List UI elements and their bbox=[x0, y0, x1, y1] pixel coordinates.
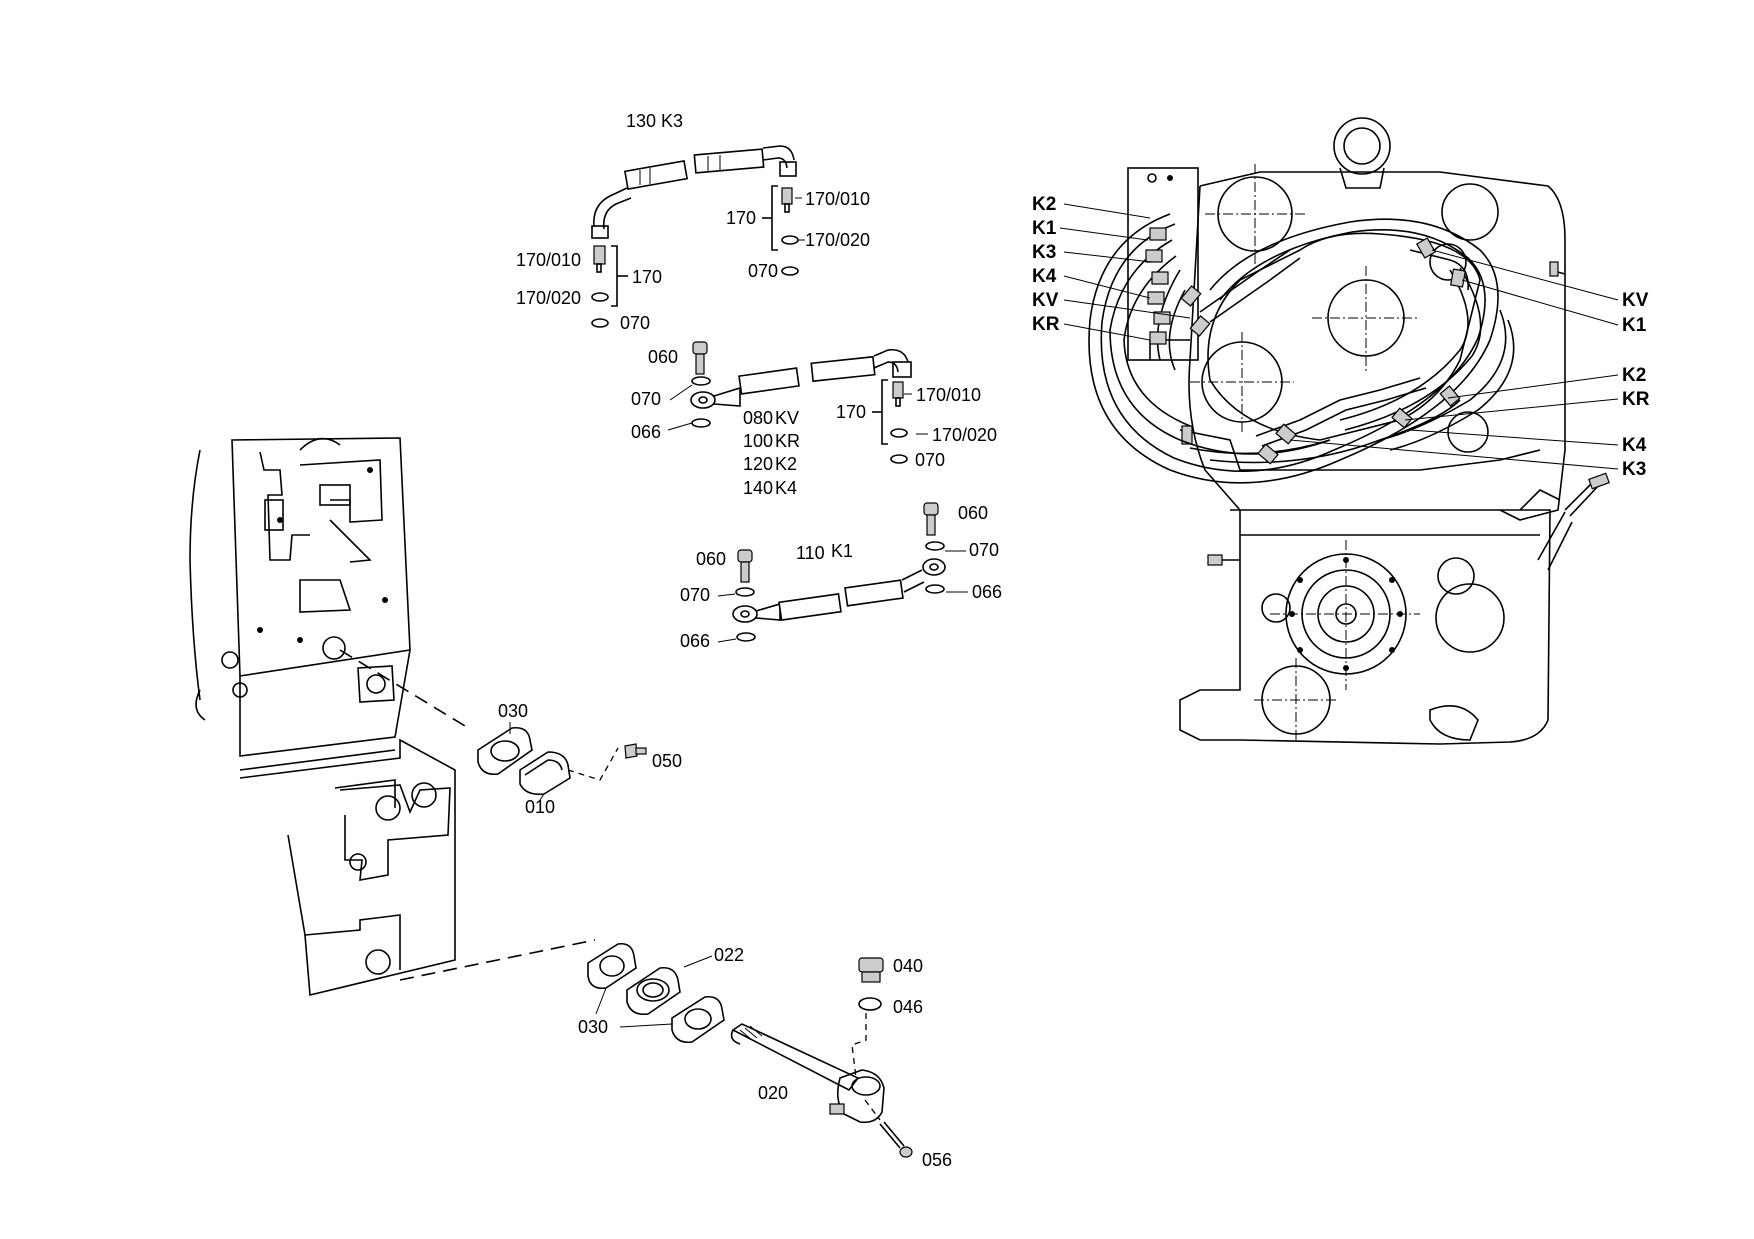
label-080: 080 bbox=[743, 408, 773, 428]
k-label-right-kr: KR bbox=[1622, 389, 1650, 410]
label-066-a: 066 bbox=[631, 422, 661, 442]
transmission-housing bbox=[1127, 117, 1610, 745]
label-066-b: 066 bbox=[972, 582, 1002, 602]
bolt-060-c bbox=[735, 549, 755, 597]
label-170-010-mid: 170/010 bbox=[916, 385, 981, 405]
label-kr-list: KR bbox=[775, 431, 800, 451]
k-label-left-k1: K1 bbox=[1032, 218, 1057, 239]
k-label-right-k2: K2 bbox=[1622, 365, 1646, 386]
label-030-a: 030 bbox=[498, 701, 528, 721]
label-020: 020 bbox=[758, 1083, 788, 1103]
label-060-b: 060 bbox=[958, 503, 988, 523]
bolt-060-b bbox=[923, 502, 945, 551]
label-040: 040 bbox=[893, 956, 923, 976]
screw-056 bbox=[879, 1121, 913, 1158]
plug-040 bbox=[858, 957, 884, 983]
k-label-right-k4: K4 bbox=[1622, 435, 1647, 456]
label-170-020-top-left: 170/020 bbox=[516, 288, 581, 308]
label-050: 050 bbox=[652, 751, 682, 771]
label-070-top-left: 070 bbox=[620, 313, 650, 333]
label-066-c: 066 bbox=[680, 631, 710, 651]
k-label-left-k2: K2 bbox=[1032, 194, 1056, 215]
label-010: 010 bbox=[525, 797, 555, 817]
fitting-170-mid bbox=[872, 379, 928, 464]
housing-plate-left bbox=[189, 437, 411, 771]
gasket-030-lower-1 bbox=[587, 942, 637, 990]
label-130: 130 bbox=[626, 111, 656, 131]
hose-080-140 bbox=[690, 348, 912, 428]
label-056: 056 bbox=[922, 1150, 952, 1170]
label-k2-list: K2 bbox=[775, 454, 797, 474]
dashed-leader-upper bbox=[339, 649, 466, 727]
fitting-170-top-left bbox=[591, 245, 628, 328]
label-022: 022 bbox=[714, 945, 744, 965]
seal-ring-046 bbox=[858, 997, 882, 1011]
label-110: 110 bbox=[796, 543, 825, 563]
hose-110-k1 bbox=[732, 558, 946, 642]
screw-050 bbox=[624, 743, 647, 759]
cover-010 bbox=[519, 751, 571, 796]
label-060-a: 060 bbox=[648, 347, 678, 367]
dashed-leader-lower bbox=[399, 939, 596, 981]
label-060-c: 060 bbox=[696, 549, 726, 569]
k-labels-right: KV K1 K2 KR K4 K3 bbox=[1289, 249, 1650, 480]
label-120: 120 bbox=[743, 454, 773, 474]
label-k1-lower: K1 bbox=[831, 541, 853, 561]
dashed-leader-056 bbox=[864, 1099, 881, 1121]
label-170-020-mid: 170/020 bbox=[932, 425, 997, 445]
gasket-030-top bbox=[477, 726, 533, 776]
label-170-top-right: 170 bbox=[726, 208, 756, 228]
k-label-right-k1: K1 bbox=[1622, 315, 1647, 336]
dashed-leader-046 bbox=[851, 1013, 867, 1079]
k-label-left-kr: KR bbox=[1032, 314, 1060, 335]
k-label-left-k4: K4 bbox=[1032, 266, 1057, 287]
gasket-030-lower-2 bbox=[671, 995, 725, 1044]
fitting-170-top-right bbox=[762, 185, 805, 276]
k-labels-left: K2 K1 K3 K4 KV KR bbox=[1032, 194, 1191, 341]
dashed-leader-050 bbox=[567, 747, 619, 781]
label-030-b: 030 bbox=[578, 1017, 608, 1037]
label-070-c: 070 bbox=[680, 585, 710, 605]
k-label-right-k3: K3 bbox=[1622, 459, 1646, 480]
label-kv-list: KV bbox=[775, 408, 799, 428]
k-label-right-kv: KV bbox=[1622, 290, 1649, 311]
label-046: 046 bbox=[893, 997, 923, 1017]
label-070-a: 070 bbox=[631, 389, 661, 409]
k-label-left-kv: KV bbox=[1032, 290, 1059, 311]
label-170-010-top-left: 170/010 bbox=[516, 250, 581, 270]
label-k3-top: K3 bbox=[661, 111, 683, 131]
label-100: 100 bbox=[743, 431, 773, 451]
label-170-mid: 170 bbox=[836, 402, 866, 422]
hose-130-k3 bbox=[591, 145, 797, 239]
label-070-top-right: 070 bbox=[748, 261, 778, 281]
label-170-020-top-right: 170/020 bbox=[805, 230, 870, 250]
gasket-022 bbox=[626, 966, 681, 1016]
suction-pipe-020 bbox=[730, 1023, 885, 1124]
label-k4-list: K4 bbox=[775, 478, 797, 498]
housing-lower-left bbox=[239, 738, 456, 996]
k-label-left-k3: K3 bbox=[1032, 242, 1056, 263]
label-070-mid: 070 bbox=[915, 450, 945, 470]
label-070-b: 070 bbox=[969, 540, 999, 560]
bolt-060-a bbox=[691, 341, 711, 386]
label-140: 140 bbox=[743, 478, 773, 498]
label-170-010-top-right: 170/010 bbox=[805, 189, 870, 209]
hose-bundle bbox=[1088, 213, 1515, 484]
label-170-top-left: 170 bbox=[632, 267, 662, 287]
